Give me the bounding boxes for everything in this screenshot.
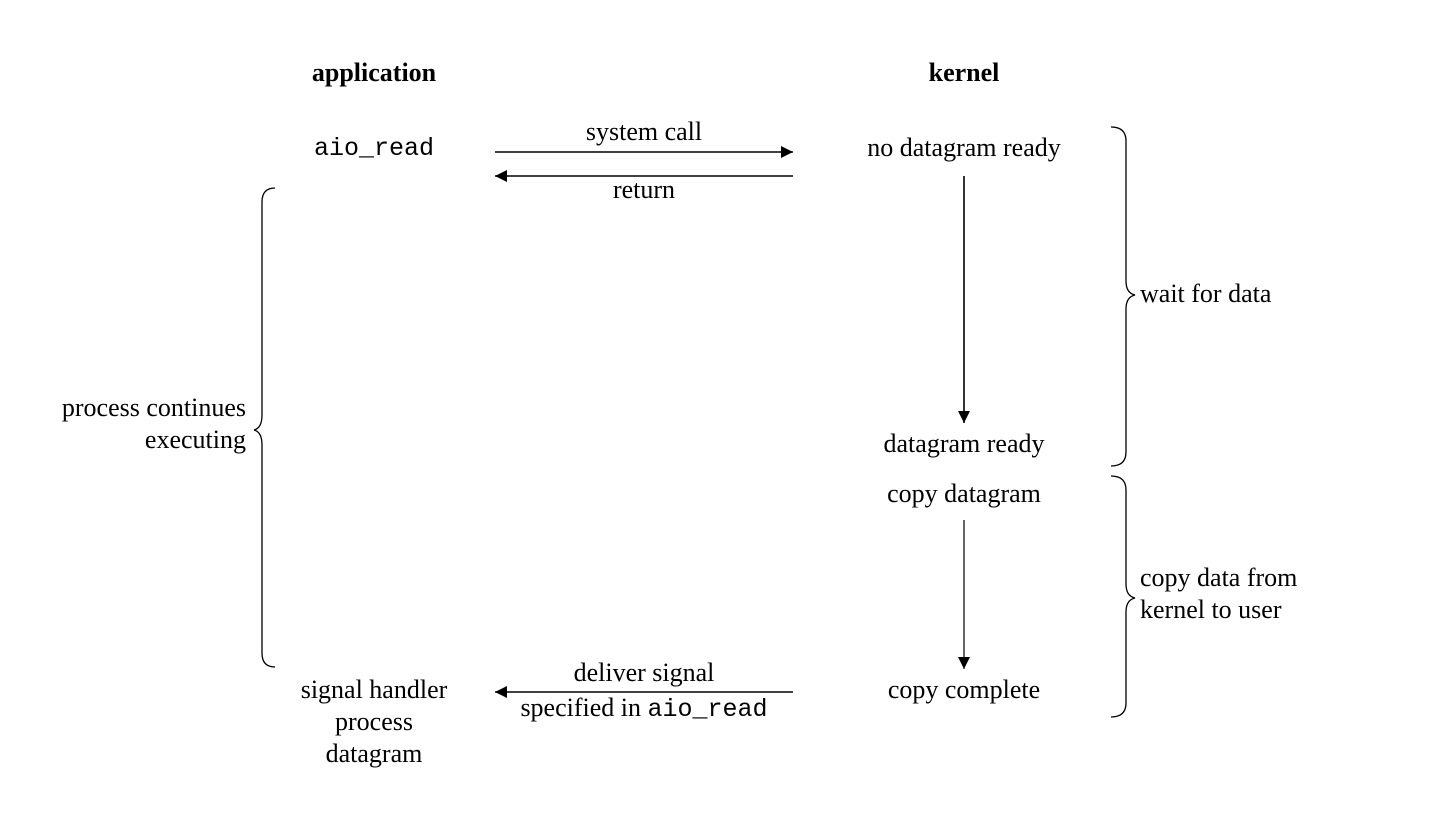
wait-for-data-brace (1110, 126, 1136, 467)
system-call-label: system call (585, 117, 703, 146)
signal-handler-label: signal handler process datagram (264, 674, 484, 770)
specified-in-label: specified in aio_read (484, 692, 804, 726)
deliver-signal-label: deliver signal (573, 658, 715, 687)
no-datagram-ready-label: no datagram ready (867, 133, 1061, 162)
return-label: return (612, 175, 676, 204)
copy-data-brace (1110, 475, 1136, 718)
aio-read-call: aio_read (313, 134, 435, 163)
copy-datagram-label: copy datagram (887, 479, 1041, 508)
process-continues-brace (253, 187, 276, 668)
signal-handler-line1: signal handler (300, 675, 448, 704)
copy-complete-label: copy complete (887, 675, 1041, 704)
signal-handler-line2: process (335, 707, 413, 736)
datagram-ready-label: datagram ready (883, 429, 1045, 458)
copy-data-line1: copy data from (1140, 563, 1298, 592)
process-continues-label: process continues executing (20, 392, 246, 456)
kernel-header: kernel (928, 58, 1000, 87)
copy-data-label: copy data from kernel to user (1140, 562, 1400, 626)
process-continues-line1: process continues (61, 393, 246, 422)
specified-in-text: specified in (520, 693, 648, 722)
application-header: application (311, 58, 437, 87)
wait-for-data-label: wait for data (1140, 279, 1272, 308)
specified-in-code: aio_read (647, 695, 768, 724)
process-continues-line2: executing (144, 425, 246, 454)
signal-handler-line3: datagram (325, 739, 423, 768)
copy-data-line2: kernel to user (1140, 595, 1282, 624)
